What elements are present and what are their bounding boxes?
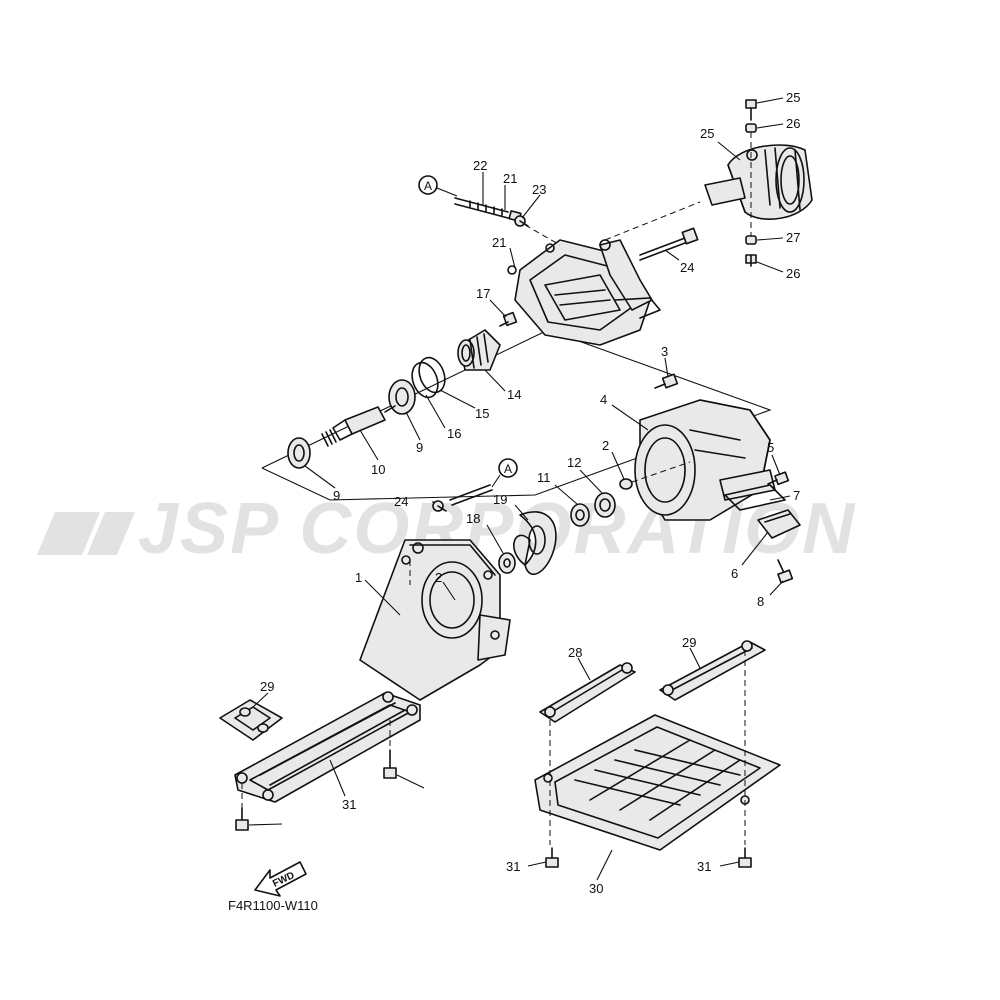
spacer-2-right [619,478,633,490]
callout-labels: 22 21 23 21 24 25 25 26 27 26 17 14 15 1… [260,90,800,896]
callout-11: 11 [537,470,551,485]
nozzle-bolt-top [745,99,757,133]
callout-5: 5 [767,440,774,455]
bolt-29-right [738,847,752,868]
svg-text:A: A [504,462,512,476]
bolt-29-left [545,847,559,868]
oil-seal-12 [594,492,616,518]
callout-17: 19 [493,492,507,507]
callout-15: 17 [476,286,490,301]
ref-marker-a-mid: A [498,458,518,478]
callout-9-upper: 9 [416,440,423,455]
callout-25-bottom: 27 [786,230,800,245]
callout-10: 10 [371,462,385,477]
pump-housing-4 [634,399,776,521]
callout-30: 31 [342,797,356,812]
jet-pump-housing [507,239,661,346]
bolt-31-left [235,807,249,831]
stud-axis-line [524,224,561,246]
leader-lines [248,97,791,881]
callout-20: 22 [473,158,487,173]
callout-14-a: 15 [475,406,489,421]
callout-3: 3 [661,344,668,359]
callout-9-lower: 9 [333,488,340,503]
bolt-8 [777,559,794,584]
callout-4: 4 [600,392,607,407]
ref-a-mid-lead [491,474,501,488]
bearing-9-upper [388,379,416,415]
impeller-17 [513,511,557,576]
callout-2-right: 2 [602,438,609,453]
bolt-15 [499,311,518,327]
bearing-9-lower [287,437,311,469]
callout-7: 7 [793,488,800,503]
callout-12: 12 [567,455,581,470]
bolt-31-right [383,749,397,779]
callout-22: 24 [680,260,694,275]
stud-bolt-20 [454,197,509,219]
callout-21-top: 23 [532,182,546,197]
stay-26-left [539,662,636,723]
cover-27 [219,699,283,741]
collar-11 [570,503,590,527]
callout-18: 21 [492,235,506,250]
callout-29-right: 31 [697,859,711,874]
bearing-housing-13 [457,329,501,371]
callout-27: 29 [260,679,274,694]
o-ring-14-b [411,361,439,399]
steering-nozzle [704,144,813,220]
callout-24-bottom: 26 [786,266,800,281]
callout-24-top: 25 [786,90,800,105]
callout-6: 6 [731,566,738,581]
callout-23: 25 [700,126,714,141]
impeller-shaft-10 [321,405,396,447]
callout-26-right: 29 [682,635,696,650]
callout-1: 1 [355,570,362,585]
callout-14-b: 16 [447,426,461,441]
callout-21-mid: 24 [394,494,408,509]
intake-duct-1 [359,539,511,701]
watermark-logo-mark [37,512,135,555]
nozzle-mount-line [604,201,701,241]
spacer-16 [498,552,516,574]
spacer-axis-line [631,461,691,483]
callout-2-mid: 2 [435,570,442,585]
callout-26-left: 28 [568,645,582,660]
drawing-code: F4R1100-W110 [228,898,318,913]
callout-28: 30 [589,881,603,896]
callout-19: 21 [503,171,517,186]
grease-fitting-21-mid [432,500,447,512]
callout-25-top: 26 [786,116,800,131]
callout-29-left: 31 [506,859,520,874]
stud-2-mid [449,484,493,506]
grease-fitting-21-top [514,215,529,227]
stay-26-right [659,640,766,701]
callout-13: 14 [507,387,521,402]
callout-8: 8 [757,594,764,609]
fwd-arrow-icon: FWD [254,861,307,897]
svg-text:A: A [424,179,432,193]
o-ring-14-a [418,356,446,394]
callout-16: 18 [466,511,480,526]
intake-grate-28 [534,714,781,851]
ride-plate-30 [234,691,421,803]
long-bolt-22 [639,227,699,261]
bolt-3 [654,373,679,389]
gasket-7 [724,484,786,511]
nozzle-bolt-bottom [745,235,757,267]
ref-marker-a-top: A [418,175,458,197]
